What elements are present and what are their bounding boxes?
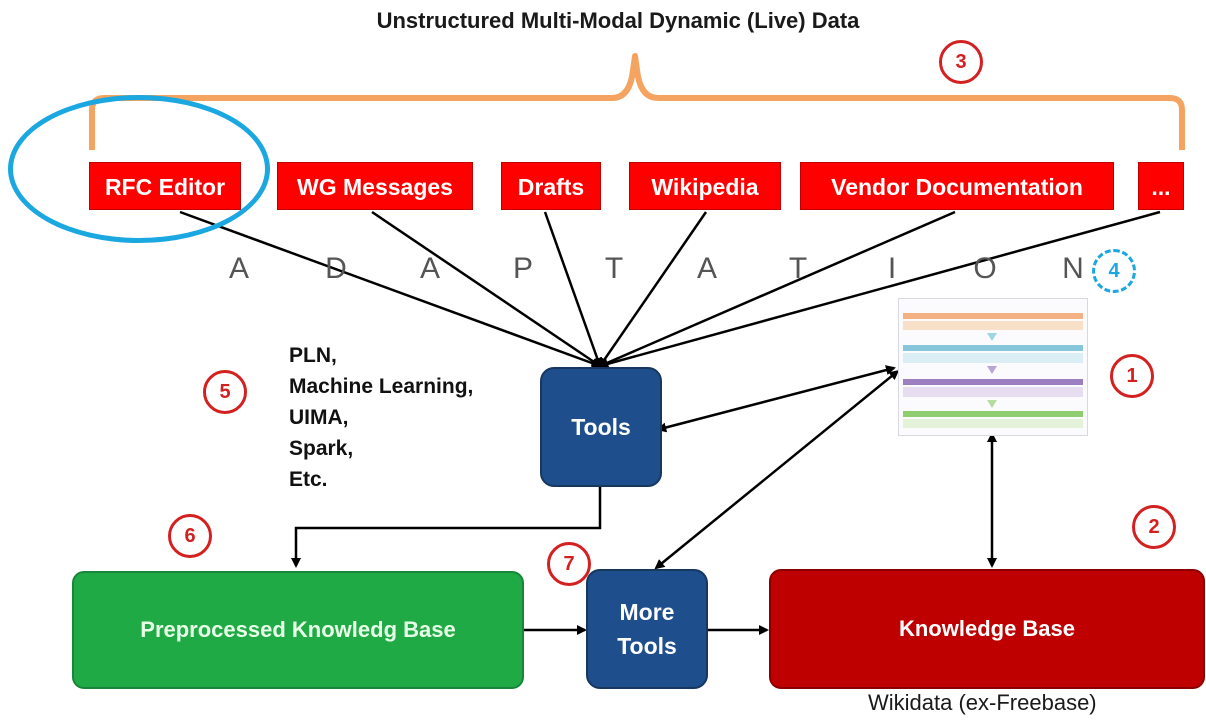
line-rfc-to-tools	[179, 210, 602, 368]
adaptation-letter: O	[973, 252, 997, 285]
line-vendor-to-tools	[598, 210, 956, 368]
adaptation-letter: P	[512, 252, 533, 285]
line-architecture-moretools	[654, 369, 900, 570]
more-tools-label-line1: More	[619, 599, 675, 625]
tool-list-item: UIMA,	[289, 406, 349, 429]
tools-box: Tools	[540, 367, 662, 487]
adaptation-letter: A	[419, 252, 440, 285]
tools-box-label: Tools	[571, 414, 631, 440]
source-drafts: Drafts	[501, 162, 601, 210]
number-badge-2: 2	[1132, 505, 1176, 549]
rfc-editor-highlight-ellipse	[8, 95, 270, 243]
adaptation-letter: A	[228, 252, 249, 285]
knowledge-base-caption: Wikidata (ex-Freebase)	[868, 690, 1097, 715]
knowledge-base-label: Knowledge Base	[898, 616, 1076, 641]
diagram-title: Unstructured Multi-Modal Dynamic (Live) …	[376, 8, 860, 33]
adaptation-letter: I	[887, 252, 897, 285]
line-more-to-tools	[598, 210, 1161, 369]
architecture-thumbnail	[898, 298, 1088, 436]
number-badge-5: 5	[203, 370, 247, 414]
adaptation-letter: N	[1062, 252, 1084, 285]
tool-list-item: Machine Learning,	[289, 375, 474, 398]
source-wikipedia: Wikipedia	[629, 162, 781, 210]
tool-list-item: Spark,	[289, 437, 354, 460]
number-badge-1: 1	[1110, 354, 1154, 398]
adaptation-letter: A	[696, 252, 717, 285]
source-more: ...	[1138, 162, 1184, 210]
line-wg-to-tools	[371, 210, 602, 368]
knowledge-base-box: Knowledge Base	[769, 569, 1205, 689]
source-wg-messages: WG Messages	[277, 162, 473, 210]
tool-list: PLN, Machine Learning, UIMA, Spark, Etc.	[289, 340, 473, 495]
line-tools-to-preprocessed	[291, 486, 602, 568]
tool-list-item: Etc.	[289, 468, 328, 491]
number-badge-3: 3	[939, 40, 983, 84]
line-drafts-to-tools	[543, 211, 603, 368]
adaptation-letter: T	[604, 252, 624, 285]
preprocessed-knowledge-base-label: Preprocessed Knowledg Base	[140, 617, 456, 642]
number-badge-6: 6	[168, 514, 212, 558]
source-vendor-documentation: Vendor Documentation	[800, 162, 1114, 210]
number-badge-7: 7	[547, 542, 591, 586]
more-tools-label-line2: Tools	[617, 633, 677, 659]
adaptation-letter: D	[325, 252, 347, 285]
preprocessed-knowledge-base-box: Preprocessed Knowledg Base	[72, 571, 524, 689]
number-badge-4: 4	[1092, 249, 1136, 293]
adaptation-letter: T	[788, 252, 808, 285]
tool-list-item: PLN,	[289, 344, 337, 367]
more-tools-box: More Tools	[586, 569, 708, 689]
line-wiki-to-tools	[598, 211, 708, 368]
line-tools-architecture	[656, 365, 896, 433]
